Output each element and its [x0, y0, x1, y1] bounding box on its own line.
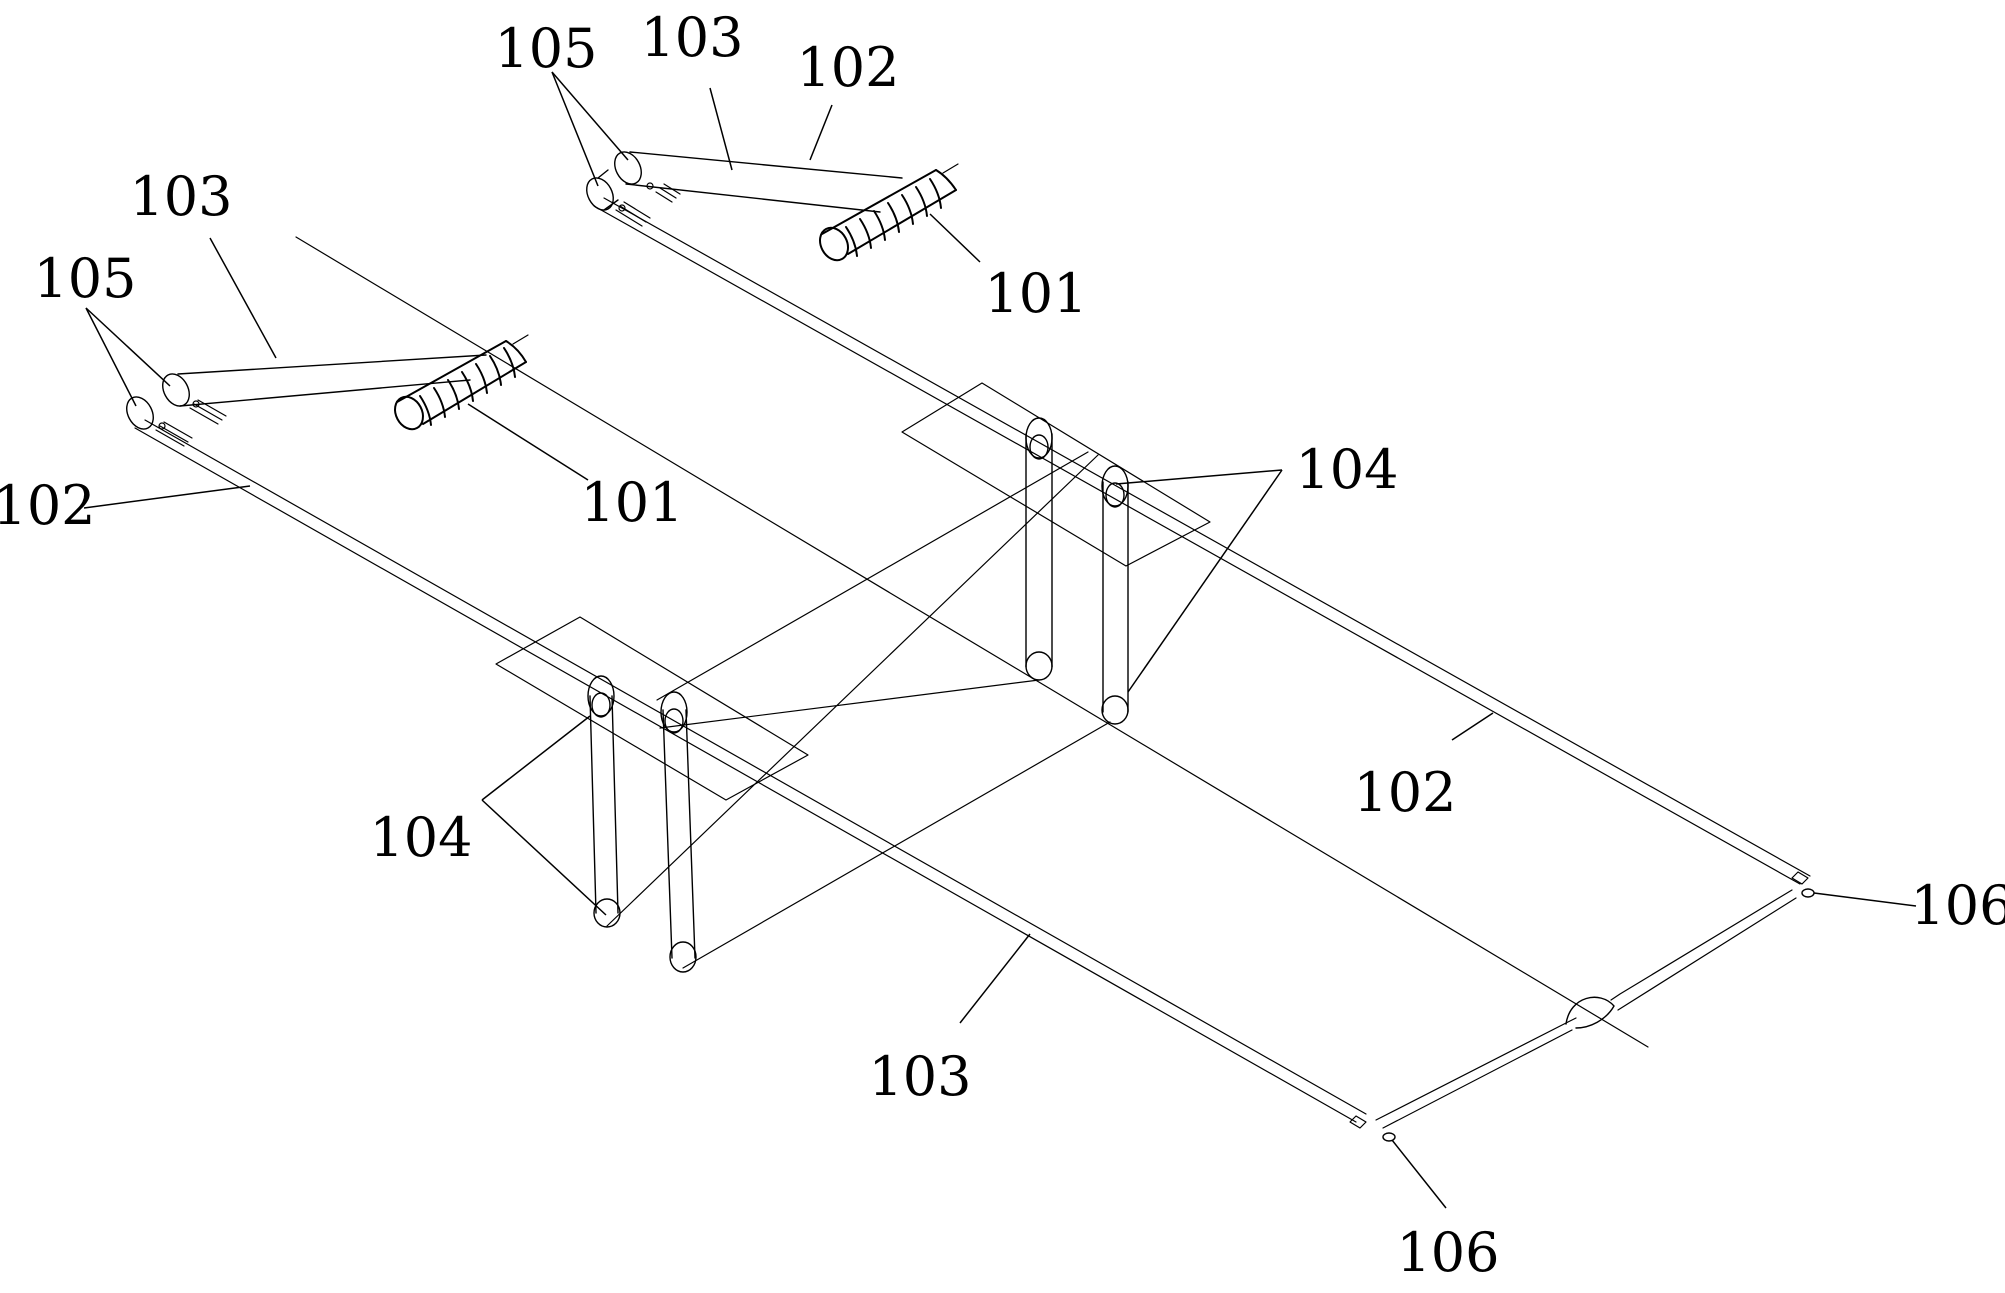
front-assembly	[126, 236, 1649, 1123]
leader-lines	[83, 71, 1917, 1209]
front-crank-arms	[126, 354, 487, 447]
front-handle-grip	[394, 334, 529, 431]
label-101-front: 101	[580, 471, 683, 534]
label-106-right: 106	[1910, 874, 2005, 937]
label-103-front: 103	[129, 165, 232, 228]
rear-support-plate	[901, 382, 1211, 567]
rear-handle-grip	[819, 163, 959, 262]
rear-assembly	[586, 151, 1811, 885]
label-102-right: 102	[1353, 761, 1456, 824]
label-105-rear: 105	[494, 17, 597, 80]
label-102-rear: 102	[796, 36, 899, 99]
label-104-front: 104	[369, 806, 472, 869]
label-101-rear: 101	[984, 262, 1087, 325]
linking-rods	[606, 451, 1111, 969]
label-103-bottom: 103	[868, 1045, 971, 1108]
rear-rail	[593, 197, 1811, 885]
end-connector	[1349, 871, 1815, 1142]
rear-crank-arms	[586, 151, 903, 227]
reference-labels: 101 101 102 102 102 103 103 103 104 104 …	[0, 6, 2005, 1284]
rear-end-pin	[1801, 888, 1815, 898]
label-102-front: 102	[0, 474, 96, 537]
label-104-rear: 104	[1295, 438, 1398, 501]
rear-vertical-links	[1025, 417, 1129, 725]
label-103-rear: 103	[640, 6, 743, 69]
front-end-pin	[1382, 1132, 1396, 1142]
label-106-bottom: 106	[1396, 1221, 1499, 1284]
front-vertical-links	[587, 675, 697, 973]
crossing-member	[295, 236, 1649, 1048]
front-rail	[134, 419, 1367, 1123]
label-105-front: 105	[33, 247, 136, 310]
front-support-plate	[495, 616, 809, 801]
